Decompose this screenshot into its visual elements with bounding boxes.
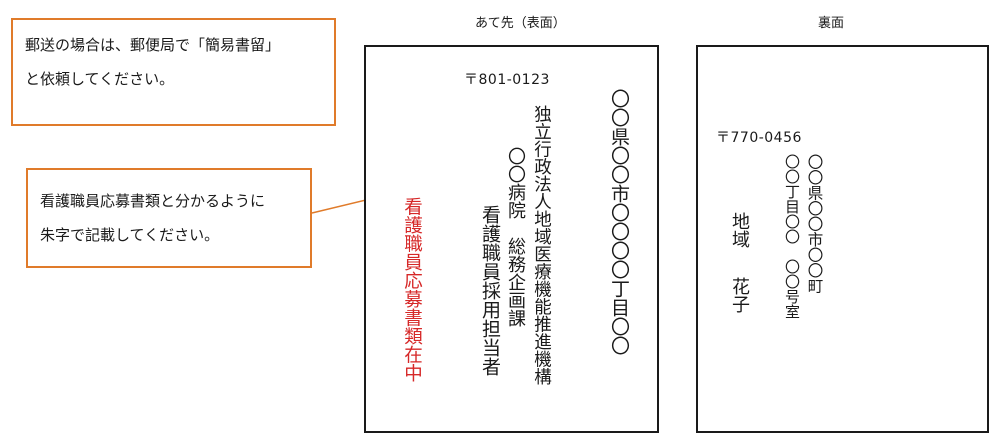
back-caption: 裏面 <box>818 16 845 31</box>
note-registered-mail: 郵送の場合は、郵便局で「簡易書留」 と依頼してください。 <box>11 18 336 126</box>
back-sender-given-name: 花子 <box>729 277 750 313</box>
back-address-line2: 〇〇丁目〇〇 〇〇号室 <box>783 154 801 319</box>
front-organization: 独立行政法人地域医療機能推進機構 <box>531 105 552 385</box>
front-enclosure-note: 看護職員応募書類在中 <box>401 197 423 382</box>
note-red-ink-line1: 看護職員応募書類と分かるように <box>40 192 266 210</box>
back-address-line1: 〇〇県〇〇市〇〇町 <box>805 154 824 294</box>
envelope-back: 〒770-0456 〇〇県〇〇市〇〇町 〇〇丁目〇〇 〇〇号室 地域 花子 <box>696 45 989 433</box>
note-red-ink: 看護職員応募書類と分かるように 朱字で記載してください。 <box>26 168 312 268</box>
back-sender-family-name: 地域 <box>729 212 750 248</box>
front-postal-code: 〒801-0123 <box>464 72 550 88</box>
front-recipient: 看護職員採用担当者 <box>479 205 501 376</box>
back-postal-code: 〒770-0456 <box>716 130 802 146</box>
envelope-front: 〒801-0123 〇〇県〇〇市〇〇〇〇丁目〇〇 独立行政法人地域医療機能推進機… <box>364 45 659 433</box>
front-address: 〇〇県〇〇市〇〇〇〇丁目〇〇 <box>608 89 630 355</box>
note-registered-mail-line2: と依頼してください。 <box>25 70 175 88</box>
front-hospital-dept: 〇〇病院 総務企画課 <box>505 147 526 327</box>
front-caption: あて先（表面） <box>475 16 566 31</box>
note-red-ink-line2: 朱字で記載してください。 <box>40 226 220 244</box>
note-registered-mail-line1: 郵送の場合は、郵便局で「簡易書留」 <box>25 36 281 54</box>
